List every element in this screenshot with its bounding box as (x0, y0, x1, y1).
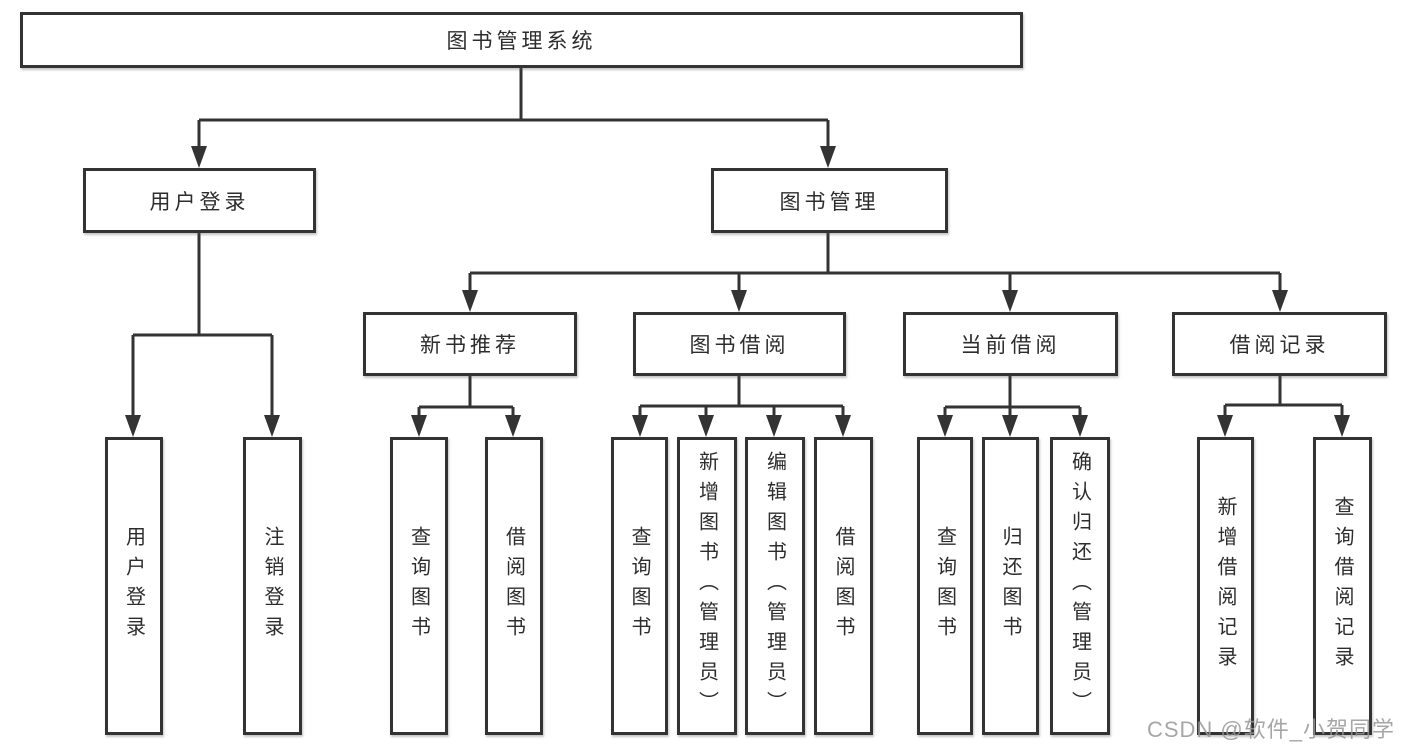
node-library-management-system: 图书管理系统 (20, 12, 1023, 68)
leaf-return-books: 归还图书 (982, 437, 1039, 735)
node-new-book-recommendation: 新书推荐 (363, 312, 577, 376)
leaf-logout: 注销登录 (243, 437, 302, 735)
leaf-query-books-borrowing: 查询图书 (611, 437, 668, 735)
leaf-confirm-return-admin: 确认归还（管理员） (1050, 437, 1110, 735)
leaf-user-login: 用户登录 (105, 437, 163, 735)
node-book-borrowing: 图书借阅 (633, 312, 846, 376)
leaf-add-borrow-record: 新增借阅记录 (1197, 437, 1254, 735)
leaf-borrow-books-recommend: 借阅图书 (485, 437, 543, 735)
leaf-query-books-recommend: 查询图书 (390, 437, 448, 735)
leaf-query-books-current: 查询图书 (917, 437, 973, 735)
node-current-borrowing: 当前借阅 (903, 312, 1118, 376)
leaf-edit-book-admin: 编辑图书（管理员） (745, 437, 805, 735)
leaf-add-book-admin: 新增图书（管理员） (677, 437, 737, 735)
node-book-management: 图书管理 (711, 168, 948, 233)
node-borrowing-records: 借阅记录 (1172, 312, 1387, 376)
leaf-borrow-books-borrowing: 借阅图书 (814, 437, 873, 735)
watermark: CSDN @软件_小贺同学 (1146, 717, 1395, 742)
node-user-login: 用户登录 (83, 168, 316, 233)
arrowheads (125, 146, 1350, 437)
connector-path (131, 67, 1344, 421)
leaf-query-borrow-record: 查询借阅记录 (1313, 437, 1372, 735)
